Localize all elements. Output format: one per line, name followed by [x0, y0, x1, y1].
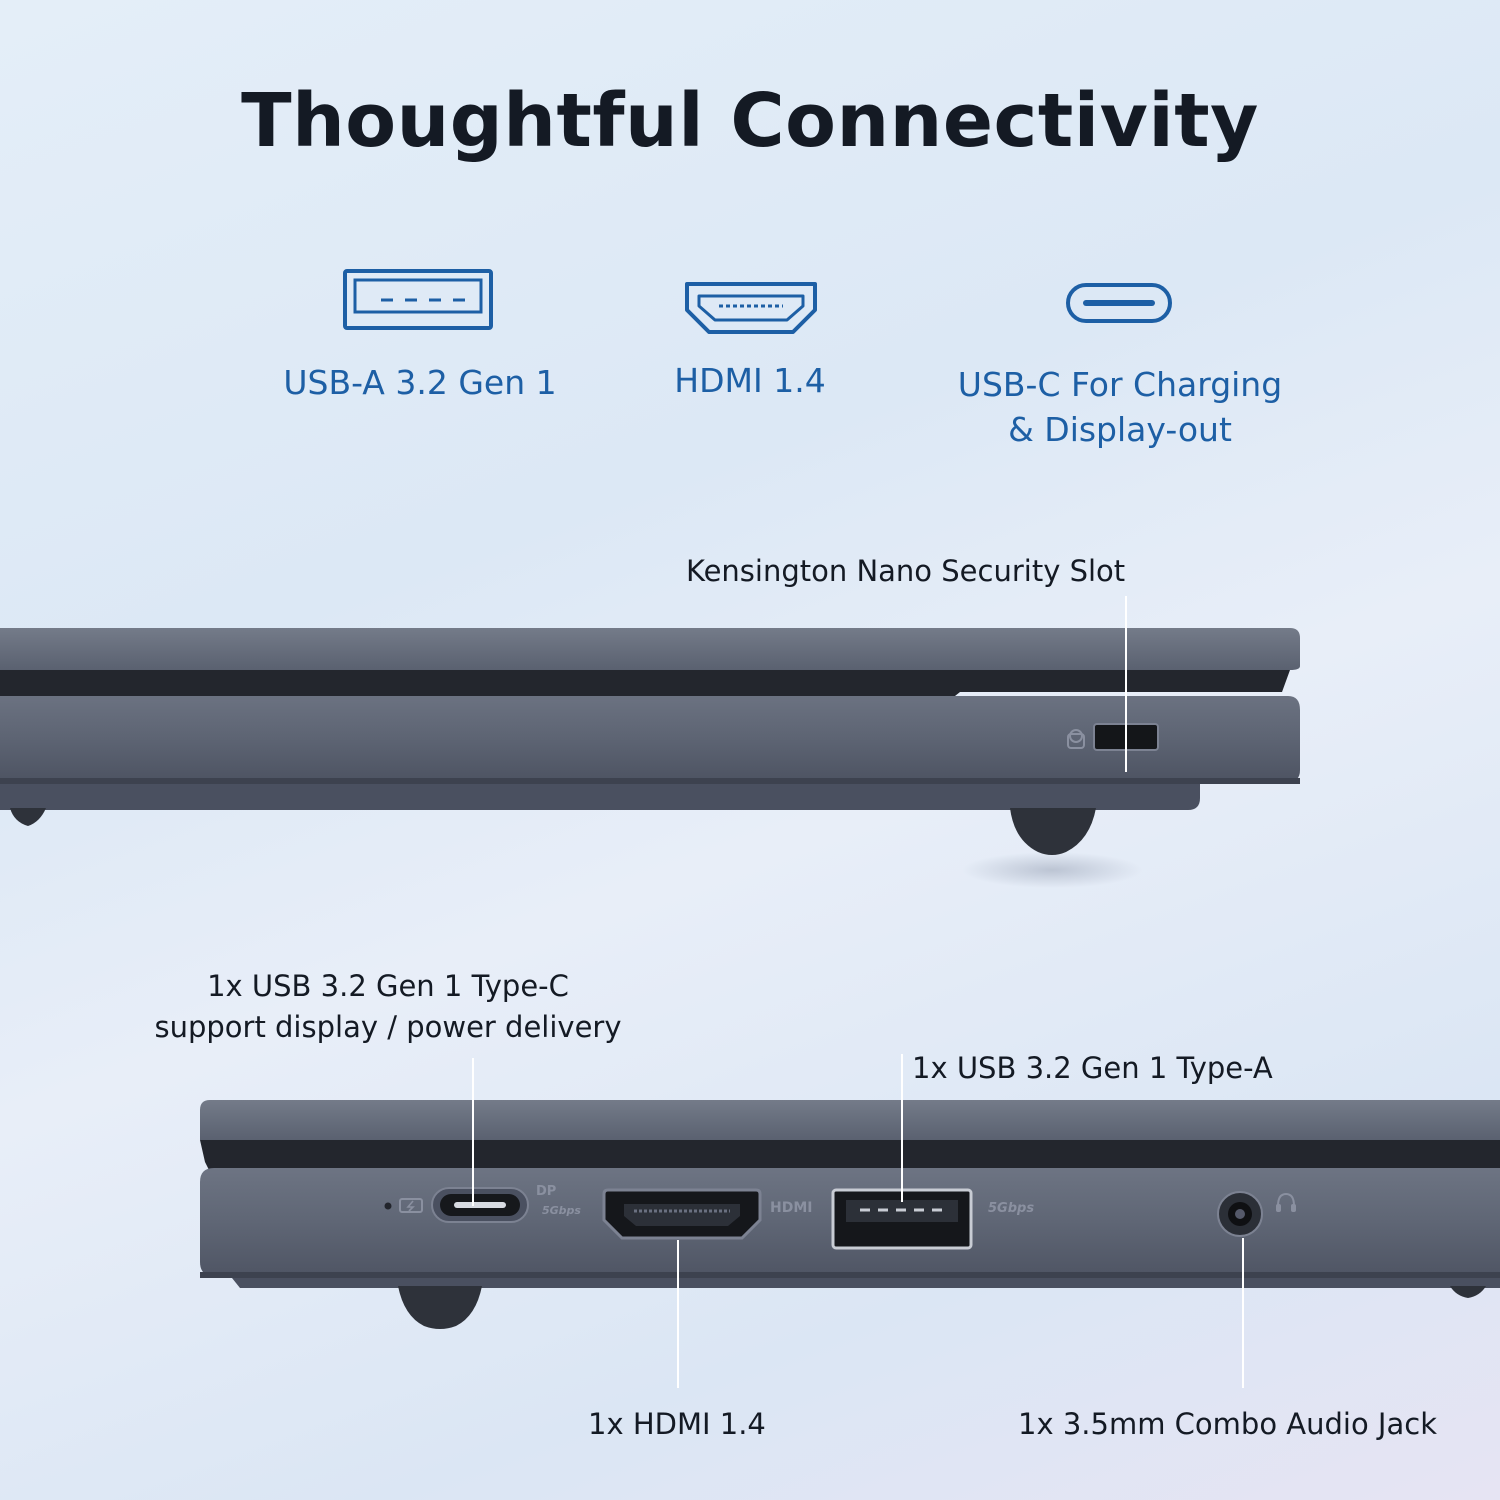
usb-c-port-icon: [1066, 283, 1172, 323]
feature-label-usb-c: USB-C For Charging & Display-out: [900, 362, 1340, 452]
kensington-label: Kensington Nano Security Slot: [686, 554, 1126, 588]
usb-c-leader-line: [472, 1058, 474, 1206]
hdmi-port-icon: [685, 282, 817, 334]
feature-label-usb-c-line1: USB-C For Charging: [957, 365, 1283, 404]
audio-leader-line: [1242, 1238, 1244, 1388]
headset-icon: [1276, 1192, 1296, 1212]
feature-label-usb-a: USB-A 3.2 Gen 1: [283, 363, 557, 402]
lock-icon: [1067, 729, 1085, 749]
laptop-right-side-view: [0, 628, 1300, 888]
hdmi-label: 1x HDMI 1.4: [588, 1407, 766, 1441]
usb-c-label-line1: 1x USB 3.2 Gen 1 Type-C: [207, 969, 569, 1003]
usb-c-label: 1x USB 3.2 Gen 1 Type-C support display …: [140, 966, 636, 1048]
usb-a-speed-marking: 5Gbps: [988, 1201, 1034, 1216]
usb-a-label: 1x USB 3.2 Gen 1 Type-A: [912, 1051, 1273, 1085]
feature-label-hdmi: HDMI 1.4: [674, 361, 826, 400]
page-title: Thoughtful Connectivity: [241, 78, 1259, 164]
audio-label: 1x 3.5mm Combo Audio Jack: [1018, 1407, 1437, 1441]
hdmi-leader-line: [677, 1240, 679, 1388]
kensington-leader-line: [1125, 596, 1127, 772]
usb-a-port-icon: [343, 269, 493, 330]
charging-icon: [399, 1198, 423, 1213]
dp-marking: DP: [536, 1184, 556, 1199]
laptop-left-side-view: DP 5Gbps HDMI 5Gbps: [200, 1100, 1500, 1329]
status-led: [384, 1202, 392, 1210]
hdmi-marking: HDMI: [770, 1200, 812, 1216]
usb-a-leader-line: [901, 1054, 903, 1202]
usb-c-speed-marking: 5Gbps: [542, 1204, 581, 1217]
usb-c-label-line2: support display / power delivery: [154, 1010, 622, 1044]
feature-label-usb-c-line2: & Display-out: [1008, 410, 1232, 449]
